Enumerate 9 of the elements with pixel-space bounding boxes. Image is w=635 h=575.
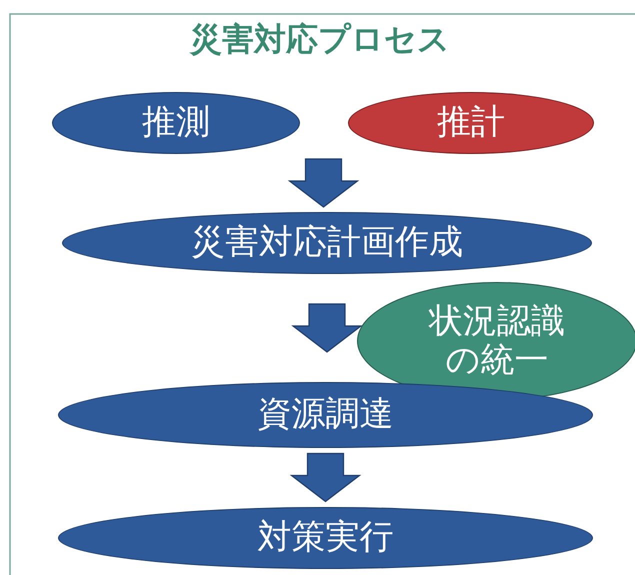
block-arrow	[290, 452, 362, 502]
title: 災害対応プロセス	[188, 19, 451, 60]
block-arrow	[291, 303, 363, 353]
ellipse-node: 推計	[348, 92, 594, 154]
ellipse-node: 災害対応計画作成	[62, 212, 592, 274]
ellipse-node: 推測	[52, 92, 300, 154]
block-arrow	[288, 158, 360, 208]
ellipse-node: 資源調達	[58, 382, 593, 448]
ellipse-node: 対策実行	[58, 507, 593, 569]
